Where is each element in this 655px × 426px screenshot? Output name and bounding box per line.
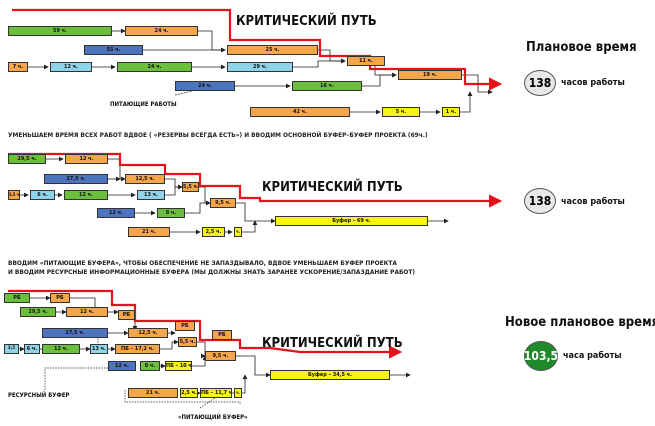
task-bar: 16 ч.: [292, 81, 362, 91]
task-bar: 29 ч.: [227, 62, 293, 72]
task-bar: 12 ч.: [64, 190, 108, 200]
task-bar: 3,5: [4, 344, 19, 354]
task-bar: 25 ч.: [227, 45, 318, 55]
hours-label-3: часа работы: [563, 351, 622, 361]
task-bar: 12,5 ч.: [128, 328, 168, 338]
feeding-buffer: ПБ – 10 ч.: [165, 361, 192, 371]
resource-buffer: РБ: [118, 310, 135, 320]
task-bar: 2,5 ч.: [202, 227, 225, 237]
task-bar: 11 ч.: [347, 56, 385, 66]
caption-1: УМЕНЬШАЕМ ВРЕМЯ ВСЕХ РАБОТ ВДВОЕ ( «РЕЗЕ…: [8, 131, 428, 139]
task-bar: 9,5 ч.: [210, 198, 236, 208]
feeding-tasks-label: ПИТАЮЩИЕ РАБОТЫ: [110, 101, 177, 108]
feeding-buffer: ПБ – 11,7 ч.: [200, 388, 232, 398]
task-bar: 27,5 ч.: [44, 174, 108, 184]
hours-circle-2: 138: [524, 188, 556, 214]
task-bar: 42 ч.: [250, 107, 350, 117]
hours-label-2: часов работы: [561, 197, 625, 207]
task-bar: 13 ч.: [90, 344, 108, 354]
task-bar: 9,5 ч.: [205, 351, 236, 361]
task-bar: 12 ч.: [66, 307, 108, 317]
task-bar: 6 ч.: [24, 344, 40, 354]
task-bar: 24 ч.: [117, 62, 192, 72]
task-bar: 29,5 ч.: [8, 154, 46, 164]
task-bar: 1 ч.: [442, 107, 460, 117]
task-bar: 21 ч.: [128, 227, 170, 237]
task-bar: 27,5 ч.: [42, 328, 108, 338]
task-bar: 19 ч.: [398, 70, 462, 80]
hours-label-1: часов работы: [561, 78, 625, 88]
task-bar: 12 ч.: [97, 208, 135, 218]
resource-buffer: РБ: [4, 293, 30, 303]
caption-2-line-2: И ВВОДИМ РЕСУРСНЫЕ ИНФОРМАЦИОННЫЕ БУФЕРА…: [8, 268, 416, 276]
resource-buffer: РБ: [50, 293, 70, 303]
task-bar: 5,5 ч.: [182, 182, 199, 192]
plan-time-title: Плановое время: [526, 40, 637, 55]
task-bar: 3,5 ч.: [8, 190, 20, 200]
project-buffer: Буфер – 34,5 ч.: [270, 370, 390, 380]
critical-path-label-3: КРИТИЧЕСКИЙ ПУТЬ: [262, 336, 403, 351]
task-bar: 6 ч.: [30, 190, 55, 200]
task-bar: ч.: [234, 388, 242, 398]
caption-2-line-1: ВВОДИМ «ПИТАЮЩИЕ БУФЕРА», ЧТОБЫ ОБЕСПЕЧЕ…: [8, 259, 397, 267]
task-bar: 12,5 ч.: [125, 174, 165, 184]
task-bar: 12 ч.: [50, 62, 92, 72]
resource-buffer: РБ: [212, 330, 232, 340]
task-bar: 21 ч.: [128, 388, 178, 398]
new-plan-time-title: Новое плановое время: [505, 315, 655, 330]
critical-path-label-1: КРИТИЧЕСКИЙ ПУТЬ: [236, 14, 377, 29]
task-bar: 29,5 ч.: [20, 307, 56, 317]
task-bar: 12 ч.: [108, 361, 136, 371]
task-bar: 7 ч.: [8, 62, 28, 72]
task-bar: 12 ч.: [42, 344, 80, 354]
task-bar: 13 ч.: [137, 190, 165, 200]
task-bar: 24 ч.: [125, 26, 198, 36]
task-bar: 5,5 ч.: [178, 337, 197, 347]
task-bar: 2,5 ч.: [180, 388, 198, 398]
task-bar: 59 ч.: [8, 26, 112, 36]
feeding-buffer: ПБ – 17,2 ч.: [115, 344, 160, 354]
hours-circle-3: 103,5: [524, 341, 558, 371]
resource-buffer: РБ: [175, 321, 195, 331]
task-bar: 8 ч.: [140, 361, 160, 371]
hours-circle-1: 138: [524, 70, 556, 96]
task-bar: 5 ч.: [382, 107, 420, 117]
task-bar: 12 ч.: [65, 154, 108, 164]
resource-buffer-label: РЕСУРСНЫЙ БУФЕР: [8, 392, 70, 399]
task-bar: 24 ч.: [175, 81, 235, 91]
project-buffer: Буфер – 69 ч.: [275, 216, 428, 226]
critical-path-label-2: КРИТИЧЕСКИЙ ПУТЬ: [262, 180, 403, 195]
task-bar: 55 ч.: [84, 45, 143, 55]
task-bar: ч.: [234, 227, 242, 237]
task-bar: 8 ч.: [157, 208, 185, 218]
feeding-buffer-label: «ПИТАЮЩИЙ БУФЕР»: [178, 414, 248, 421]
